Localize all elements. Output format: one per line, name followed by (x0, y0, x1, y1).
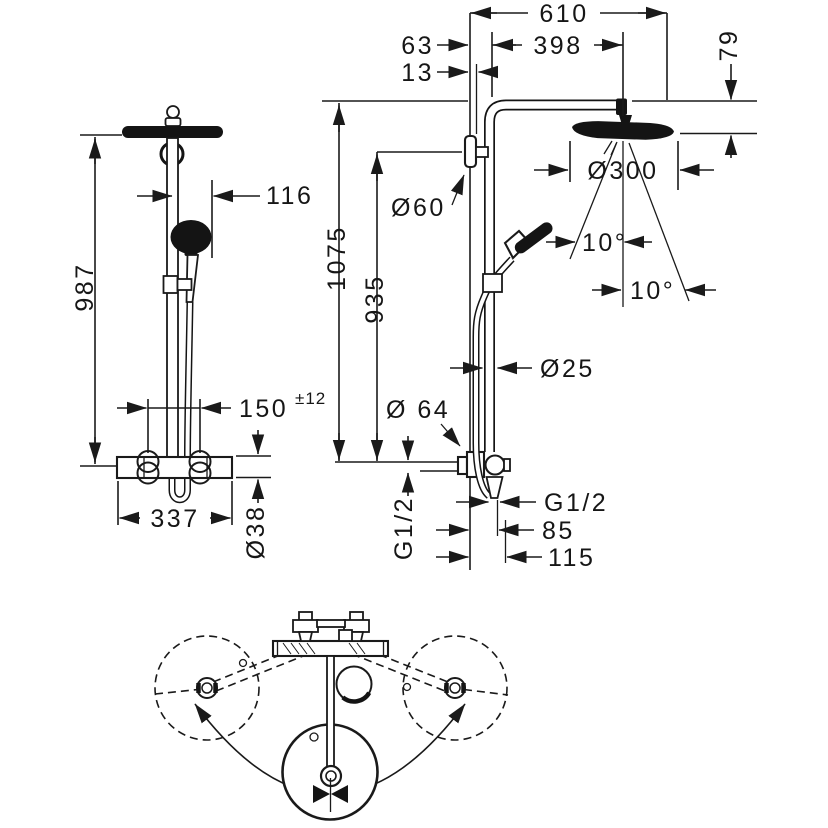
valve-hatching (282, 642, 366, 655)
hose-fitting (485, 476, 504, 499)
dim-diameter-300: Ø300 (534, 141, 714, 190)
dim-label-398: 398 (533, 32, 582, 60)
dim-935: 935 (361, 151, 462, 461)
swivel-arm-right-edge (351, 653, 446, 692)
dim-337: 337 (117, 481, 233, 533)
dim-85: 85 (436, 500, 575, 545)
spray-tick (610, 141, 618, 156)
holder-side (482, 273, 503, 293)
dim-diameter-25: Ø25 (450, 355, 595, 383)
hose-front-inner (185, 301, 192, 457)
arm-stem-top (326, 655, 335, 770)
handshower-handle-side (514, 222, 553, 254)
dim-label-d38: Ø38 (242, 505, 270, 560)
leader-arrow (440, 423, 461, 447)
dim-tilt-upper: 10° (546, 229, 652, 257)
thermostat-body (115, 455, 234, 480)
dim-115: 115 (436, 520, 595, 572)
riser-pipe-front (166, 137, 179, 459)
hose-loop-inner (170, 478, 190, 502)
dim-63: 63 (401, 32, 469, 60)
bowtie-left (313, 785, 330, 803)
swivel-range-circle-left (154, 635, 260, 741)
swivel-neck (164, 117, 182, 127)
holder-arm (176, 278, 193, 291)
dim-79: 79 (632, 29, 757, 158)
dim-label-tolerance: ±12 (295, 389, 326, 408)
center-axis-left (154, 688, 199, 695)
dim-label-63: 63 (401, 32, 434, 60)
dim-label-g12-supply: G1/2 (390, 496, 418, 560)
knob-left-stem (297, 631, 314, 642)
hub-inner (201, 682, 213, 694)
slider-holder (162, 275, 179, 294)
top-view (154, 611, 509, 821)
hub-inner (449, 682, 461, 694)
dim-supply-thread: G1/2 (390, 436, 418, 560)
pivot-dot-right (402, 682, 412, 692)
knob-right-bottom (188, 461, 212, 485)
dim-label-d64: Ø 64 (386, 396, 450, 424)
dim-diameter-38: Ø38 (236, 430, 271, 559)
dim-116: 116 (137, 180, 313, 258)
nozzle-dot (309, 732, 319, 742)
swivel-arm-left-edge (215, 653, 309, 692)
dim-tilt-lower: 10° (592, 277, 716, 305)
dim-label-987: 987 (71, 262, 99, 311)
left-hub (196, 677, 218, 699)
dim-label-1075: 1075 (323, 225, 351, 291)
dim-987: 987 (71, 134, 122, 467)
leader-arrow (451, 174, 465, 206)
wall-bracket (463, 134, 478, 169)
dim-398: 398 (491, 32, 624, 116)
knob-left-bottom (136, 461, 160, 485)
dim-label-g12-hose: G1/2 (544, 489, 608, 517)
dim-610: 610 (470, 0, 668, 100)
tilt-line-right (628, 142, 690, 302)
bracket-connector (475, 146, 489, 158)
dim-label-337: 337 (150, 505, 199, 533)
valve-outlet-circle (484, 454, 506, 476)
dim-hose-thread: G1/2 (456, 489, 608, 517)
pivot-dot-left (238, 658, 248, 668)
dim-150: 150 ±12 (117, 389, 326, 453)
riser-pipe-side-inner (485, 101, 619, 452)
right-hub (444, 677, 466, 699)
dim-label-d60: Ø60 (391, 194, 446, 222)
center-tee (316, 619, 346, 628)
dim-label-116: 116 (266, 182, 313, 210)
tub-spout-edge (341, 691, 372, 704)
dim-label-79: 79 (715, 29, 743, 62)
dim-label-tilt-upper: 10° (582, 229, 627, 257)
side-view: 610 63 398 13 79 (322, 0, 757, 572)
valve-nub (503, 458, 511, 472)
dim-label-d25: Ø25 (540, 355, 595, 383)
dim-label-610: 610 (539, 0, 588, 28)
handshower-head-front (170, 220, 212, 254)
swivel-ball (166, 105, 180, 119)
center-axis-right (463, 688, 509, 696)
dim-label-d300: Ø300 (587, 157, 658, 185)
arm-end-cap (616, 98, 627, 115)
dim-label-935: 935 (361, 274, 389, 323)
spray-tick (603, 140, 613, 155)
valve-endcap-side (456, 455, 469, 476)
dim-diameter-60: Ø60 (391, 174, 465, 222)
dim-1075: 1075 (322, 100, 468, 461)
diverter-top (338, 629, 353, 642)
overhead-shower-side (572, 121, 674, 140)
bowtie-right (331, 785, 348, 803)
knob-left-top (292, 619, 319, 633)
dim-label-150: 150 (239, 395, 288, 423)
overhead-shower-front (122, 126, 223, 138)
front-view: 987 116 150 ±12 337 (71, 105, 326, 559)
dim-label-13: 13 (401, 59, 434, 87)
dim-label-85: 85 (542, 517, 575, 545)
dim-label-115: 115 (548, 544, 595, 572)
dim-label-tilt-lower: 10° (630, 277, 675, 305)
dim-13: 13 (401, 59, 498, 134)
dim-diameter-64: Ø 64 (386, 396, 461, 447)
tilt-line-left (569, 142, 618, 260)
